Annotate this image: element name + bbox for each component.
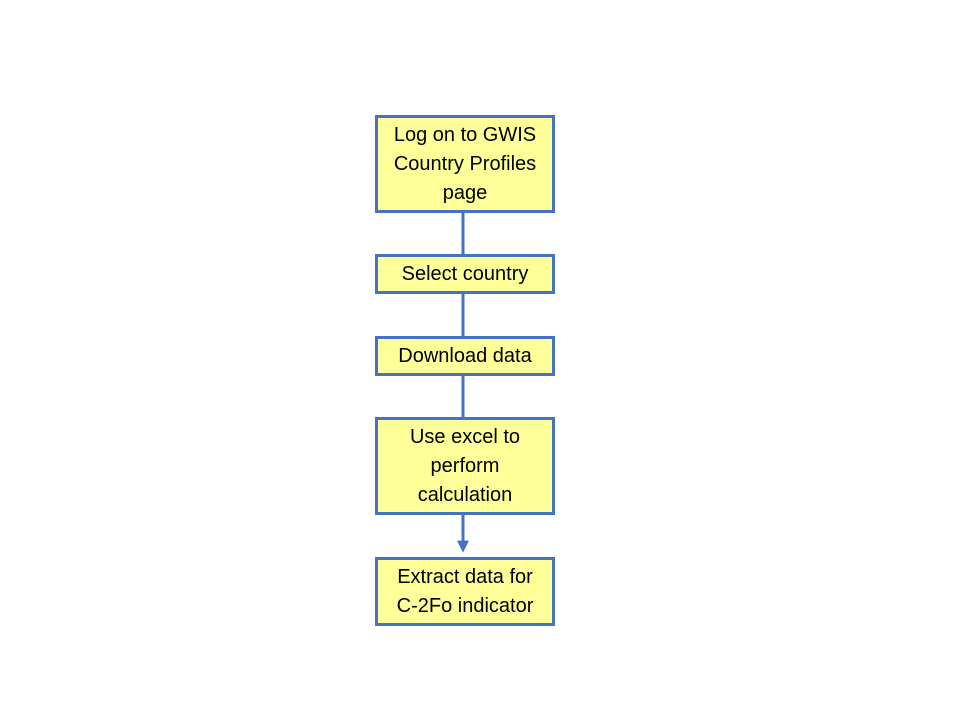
step-label: Select country [401, 262, 529, 285]
step-label: Extract data for C-2Fo indicator [396, 565, 534, 617]
step-extract-data: Extract data for C-2Fo indicator [375, 557, 555, 626]
step-label: Use excel to perform calculation [409, 425, 521, 506]
step-select-country: Select country [375, 254, 555, 294]
step-log-on-gwis: Log on to GWIS Country Profiles page [375, 115, 555, 213]
step-use-excel: Use excel to perform calculation [375, 417, 555, 515]
step-download-data: Download data [375, 336, 555, 376]
step-label: Log on to GWIS Country Profiles page [393, 123, 537, 204]
step-label: Download data [398, 344, 532, 367]
